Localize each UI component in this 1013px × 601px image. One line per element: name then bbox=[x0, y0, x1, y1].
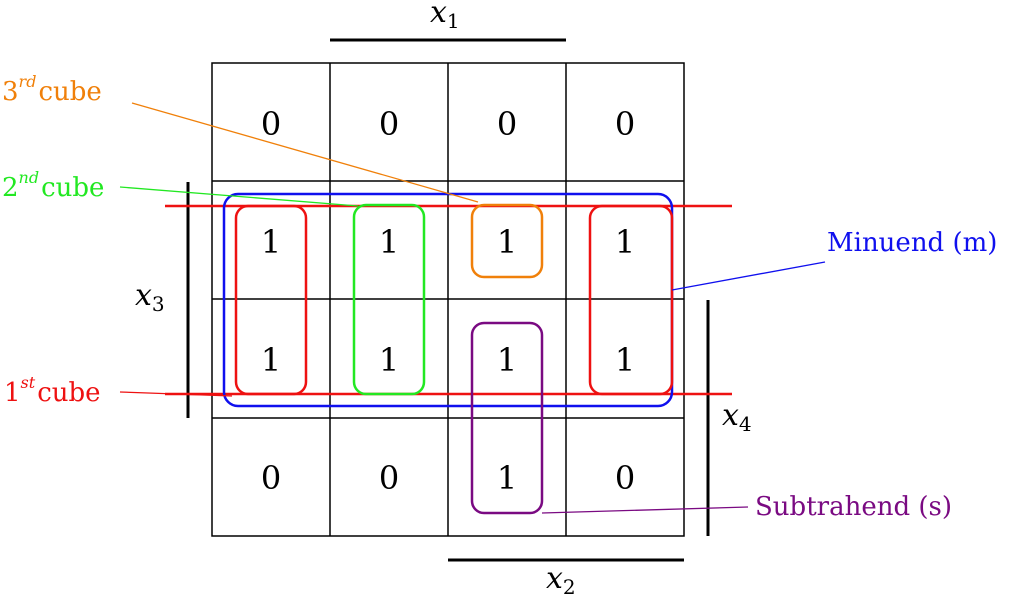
second-cube-group bbox=[352, 203, 426, 396]
variable-bars bbox=[186, 38, 710, 562]
cell-r4-c4: 0 bbox=[615, 459, 635, 497]
third-cube-leader bbox=[131, 102, 479, 203]
x4-label: x4 bbox=[722, 398, 752, 436]
third-cube-label: 3rdcube bbox=[2, 72, 102, 107]
second-cube-leader bbox=[119, 186, 359, 207]
cell-r3-c4: 1 bbox=[615, 341, 635, 379]
cell-r4-c3: 1 bbox=[497, 459, 517, 497]
cell-r2-c2: 1 bbox=[379, 223, 399, 261]
subtrahend-label: Subtrahend (s) bbox=[755, 492, 952, 522]
second-cube-label: 2ndcube bbox=[2, 168, 104, 203]
subtrahend-group bbox=[470, 321, 544, 515]
cell-r3-c1: 1 bbox=[261, 341, 281, 379]
kmap-grid bbox=[211, 62, 685, 537]
first-cube-right-group bbox=[588, 204, 674, 396]
third-cube-group bbox=[470, 203, 544, 279]
first-cube-left-group bbox=[234, 204, 308, 396]
cell-r1-c1: 0 bbox=[261, 105, 281, 143]
x2-label: x2 bbox=[546, 561, 576, 599]
minuend-label: Minuend (m) bbox=[827, 228, 997, 258]
cell-r1-c2: 0 bbox=[379, 105, 399, 143]
cell-r4-c1: 0 bbox=[261, 459, 281, 497]
minuend-leader bbox=[671, 261, 826, 291]
cell-r2-c1: 1 bbox=[261, 223, 281, 261]
leader-lines bbox=[119, 102, 826, 514]
cell-r2-c3: 1 bbox=[497, 223, 517, 261]
first-cube-leader bbox=[119, 391, 233, 397]
kmap-cells: 0 0 0 0 1 1 1 1 1 1 1 1 0 0 1 0 bbox=[261, 105, 635, 497]
x1-label: x1 bbox=[430, 0, 460, 33]
x3-label: x3 bbox=[135, 278, 165, 316]
cell-r2-c4: 1 bbox=[615, 223, 635, 261]
subtrahend-leader bbox=[541, 506, 749, 514]
cell-r3-c3: 1 bbox=[497, 341, 517, 379]
cell-r3-c2: 1 bbox=[379, 341, 399, 379]
first-cube-label: 1stcube bbox=[4, 373, 101, 408]
cell-r1-c3: 0 bbox=[497, 105, 517, 143]
cell-r4-c2: 0 bbox=[379, 459, 399, 497]
cell-r1-c4: 0 bbox=[615, 105, 635, 143]
